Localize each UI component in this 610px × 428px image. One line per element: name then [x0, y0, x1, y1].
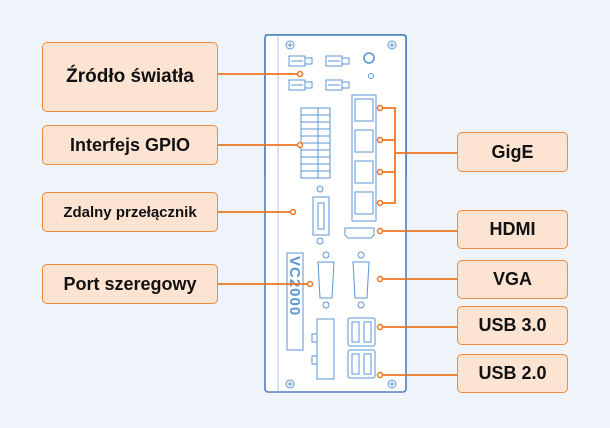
- usb3-port-icon: [347, 317, 376, 347]
- screw-icon: [387, 379, 397, 389]
- connector-dot: [376, 371, 384, 379]
- light-connector-icon: [288, 55, 313, 67]
- screw-icon: [285, 379, 295, 389]
- connector-dot: [376, 104, 384, 112]
- remote-switch-icon: [312, 185, 330, 245]
- label-vga: VGA: [457, 260, 568, 299]
- ethernet-port-icon: [354, 160, 374, 184]
- model-label: VC2000: [286, 256, 303, 316]
- power-terminal-icon: [311, 318, 335, 380]
- vga-port-icon: [352, 251, 370, 309]
- label-light-source: Źródło światła: [42, 42, 218, 112]
- usb2-port-icon: [347, 349, 376, 379]
- power-button-icon: [363, 52, 375, 64]
- label-serial-port: Port szeregowy: [42, 264, 218, 304]
- led-icon: [368, 73, 374, 79]
- label-hdmi: HDMI: [457, 210, 568, 249]
- connector-dot: [289, 208, 297, 216]
- connector-dot: [376, 227, 384, 235]
- gige-housing: [351, 94, 377, 222]
- screw-icon: [285, 40, 295, 50]
- label-gige: GigE: [457, 132, 568, 172]
- connector-dot: [306, 280, 314, 288]
- serial-port-icon: [317, 251, 335, 309]
- ethernet-port-icon: [354, 191, 374, 215]
- connector-dot: [296, 141, 304, 149]
- connector-dot: [296, 70, 304, 78]
- device-panel-body: [264, 34, 407, 393]
- ethernet-port-icon: [354, 98, 374, 122]
- connector-dot: [376, 323, 384, 331]
- label-gpio: Interfejs GPIO: [42, 125, 218, 165]
- light-connector-icon: [325, 79, 350, 91]
- hdmi-port-icon: [344, 227, 375, 239]
- ethernet-port-icon: [354, 129, 374, 153]
- label-usb2: USB 2.0: [457, 354, 568, 393]
- connector-dot: [376, 275, 384, 283]
- connector-dot: [376, 199, 384, 207]
- light-connector-icon: [288, 79, 313, 91]
- light-connector-icon: [325, 55, 350, 67]
- model-label-box: [286, 252, 304, 351]
- line-gige: [380, 107, 457, 204]
- connector-dot: [376, 168, 384, 176]
- connector-dot: [376, 136, 384, 144]
- screw-icon: [387, 40, 397, 50]
- label-remote-switch: Zdalny przełącznik: [42, 192, 218, 232]
- label-usb3: USB 3.0: [457, 306, 568, 345]
